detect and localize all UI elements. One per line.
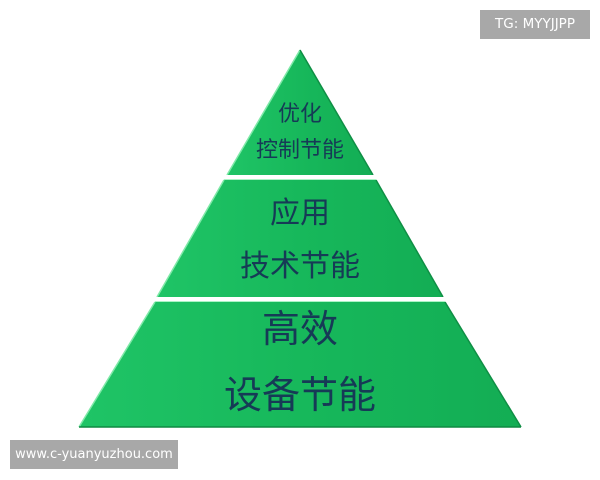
bottom-tier-label-line-1: 高效 xyxy=(261,307,338,351)
watermark-telegram-badge: TG: MYYJJPP xyxy=(480,10,590,39)
watermark-website-text: www.c-yuanyuzhou.com xyxy=(15,447,173,462)
pyramid-tier-top xyxy=(226,49,374,176)
watermark-telegram-text: TG: MYYJJPP xyxy=(495,15,575,32)
top-tier-label-line-1: 优化 xyxy=(277,102,322,127)
tier-divider-1 xyxy=(224,175,376,181)
pyramid-tier-middle xyxy=(156,179,444,298)
top-tier-label-line-2: 控制节能 xyxy=(255,138,344,163)
middle-tier-label-line-2: 技术节能 xyxy=(240,249,360,284)
pyramid-tier-bottom xyxy=(78,301,522,428)
bottom-tier-label-line-2: 设备节能 xyxy=(223,373,376,417)
tier-divider-2 xyxy=(155,297,445,303)
watermark-website-badge: www.c-yuanyuzhou.com xyxy=(10,440,178,469)
middle-tier-label-line-1: 应用 xyxy=(270,196,330,231)
